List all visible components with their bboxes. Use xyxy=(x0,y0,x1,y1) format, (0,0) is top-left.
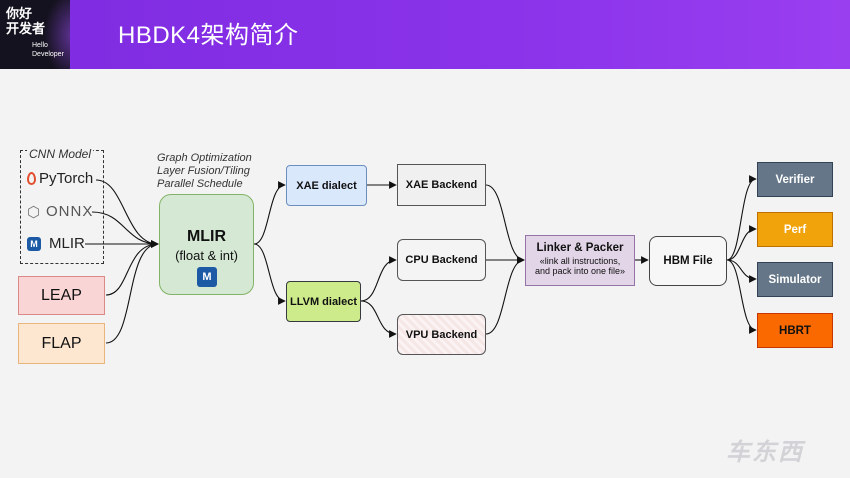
graph-optimization-note: Graph Optimization xyxy=(157,152,252,164)
parallel-schedule-note: Parallel Schedule xyxy=(157,178,243,190)
mlir-core-logo-icon: M xyxy=(197,267,217,287)
header-bar: 你好 开发者 Hello Developer HBDK4架构简介 xyxy=(0,0,850,69)
mlir-input-item: M MLIR xyxy=(24,234,100,256)
perf-box: Perf xyxy=(757,212,833,247)
linker-desc-line1: «link all instructions, xyxy=(539,256,621,266)
xae-backend-box: XAE Backend xyxy=(397,164,486,206)
onnx-hexagon-icon: ⬡ xyxy=(27,204,41,221)
leap-box: LEAP xyxy=(18,276,105,315)
arrow-llvm-cpu xyxy=(360,256,397,302)
linker-title: Linker & Packer xyxy=(536,242,624,254)
arrow-vpu-linker xyxy=(485,256,525,335)
arrow-hbm-simulator xyxy=(726,259,757,283)
mlir-logo-icon: M xyxy=(27,237,41,251)
linker-packer-box: Linker & Packer «link all instructions, … xyxy=(525,235,635,286)
arrow-llvm-vpu xyxy=(360,300,397,338)
mlir-core-box: MLIR (float & int) M xyxy=(159,194,254,295)
layer-fusion-note: Layer Fusion/Tiling xyxy=(157,165,250,177)
arrow-mlir-llvm xyxy=(253,243,286,305)
arrow-leap-mlir xyxy=(105,240,159,296)
mlir-input-label: MLIR xyxy=(49,235,85,252)
mlir-core-title: MLIR xyxy=(186,228,227,245)
pytorch-flame-icon xyxy=(27,172,36,185)
arrow-flap-mlir xyxy=(105,240,159,344)
vpu-backend-box: VPU Backend xyxy=(397,314,486,355)
onnx-item: ⬡ ONNX xyxy=(24,202,100,224)
hbrt-box: HBRT xyxy=(757,313,833,348)
mlir-core-subtitle: (float & int) xyxy=(175,248,238,263)
arrow-hbm-perf xyxy=(726,225,757,261)
arrow-xaebackend-linker xyxy=(485,184,525,264)
arrow-hbm-verifier xyxy=(726,175,757,261)
xae-dialect-box: XAE dialect xyxy=(286,165,367,206)
pytorch-label: PyTorch xyxy=(39,170,94,187)
arrow-mlir-xae xyxy=(253,181,286,245)
cpu-backend-box: CPU Backend xyxy=(397,239,486,281)
logo-glow xyxy=(44,0,70,69)
verifier-box: Verifier xyxy=(757,162,833,197)
onnx-label: ONNX xyxy=(46,203,94,220)
hbm-file-box: HBM File xyxy=(649,236,727,286)
hello-developer-logo: 你好 开发者 Hello Developer xyxy=(0,0,70,69)
logo-text-line1: 你好 xyxy=(6,6,33,21)
logo-text-line4: Developer xyxy=(32,51,64,58)
simulator-box: Simulator xyxy=(757,262,833,297)
llvm-dialect-box: LLVM dialect xyxy=(286,281,361,322)
arrow-pytorch-mlir xyxy=(95,179,159,248)
flap-box: FLAP xyxy=(18,323,105,364)
arrow-onnx-mlir xyxy=(91,211,159,248)
linker-desc-line2: and pack into one file» xyxy=(534,266,626,276)
slide-title: HBDK4架构简介 xyxy=(118,22,299,49)
cnn-model-label: CNN Model xyxy=(27,147,94,161)
watermark-text: 车东西 xyxy=(726,439,804,466)
pytorch-item: PyTorch xyxy=(24,169,100,191)
arrow-hbm-hbrt xyxy=(726,259,757,334)
logo-text-line2: 开发者 xyxy=(6,21,46,36)
logo-text-line3: Hello xyxy=(32,42,48,49)
